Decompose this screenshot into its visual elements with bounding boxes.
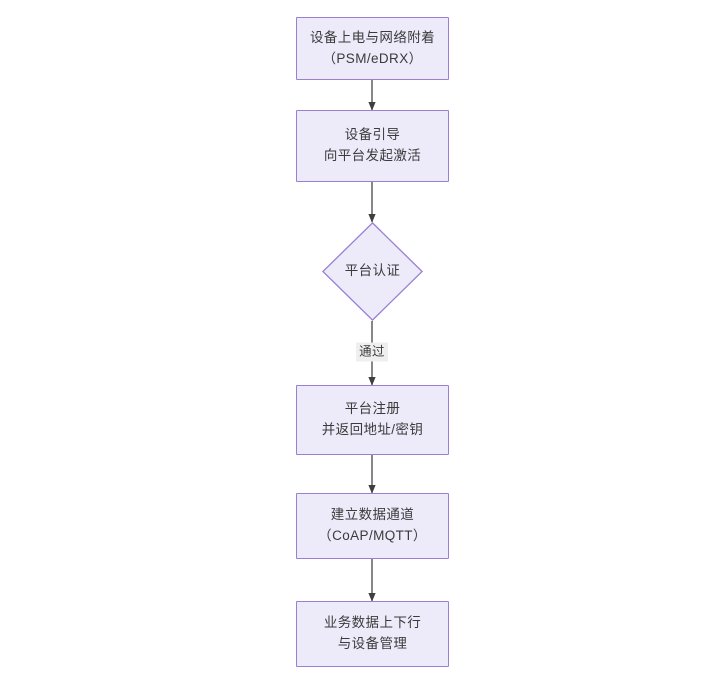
flow-node-text-line: 与设备管理 bbox=[337, 636, 408, 651]
diamond-shape bbox=[322, 222, 423, 321]
flow-node-text-line: 建立数据通道 bbox=[330, 507, 415, 523]
flow-node-n3[interactable]: 平台认证 bbox=[322, 222, 423, 321]
flow-node-text-line: 平台认证 bbox=[344, 263, 401, 279]
flow-node-text-line: 平台注册 bbox=[344, 401, 401, 417]
flow-node-n5[interactable]: 建立数据通道 （CoAP/MQTT） bbox=[296, 493, 449, 559]
flow-node-text-line: 业务数据上下行 bbox=[323, 615, 422, 631]
flow-node-text-line: 设备上电与网络附着 bbox=[309, 29, 436, 45]
flow-node-text-line: 设备引导 bbox=[344, 127, 401, 143]
flow-node-text-line: 并返回地址/密钥 bbox=[321, 422, 424, 437]
flow-node-text-line: （PSM/eDRX） bbox=[322, 50, 423, 66]
flow-node-n4[interactable]: 平台注册并返回地址/密钥 bbox=[296, 385, 449, 455]
flow-node-text-line: （CoAP/MQTT） bbox=[318, 528, 427, 543]
flow-node-n2[interactable]: 设备引导向平台发起激活 bbox=[296, 110, 449, 182]
flow-node-n6[interactable]: 业务数据上下行与设备管理 bbox=[296, 601, 449, 667]
flow-node-text-line: 向平台发起激活 bbox=[323, 148, 422, 163]
flow-node-n1[interactable]: 设备上电与网络附着 （PSM/eDRX） bbox=[296, 17, 449, 80]
flow-edge-label: 通过 bbox=[356, 342, 388, 362]
flow-node-label: 平台认证 bbox=[345, 261, 401, 282]
